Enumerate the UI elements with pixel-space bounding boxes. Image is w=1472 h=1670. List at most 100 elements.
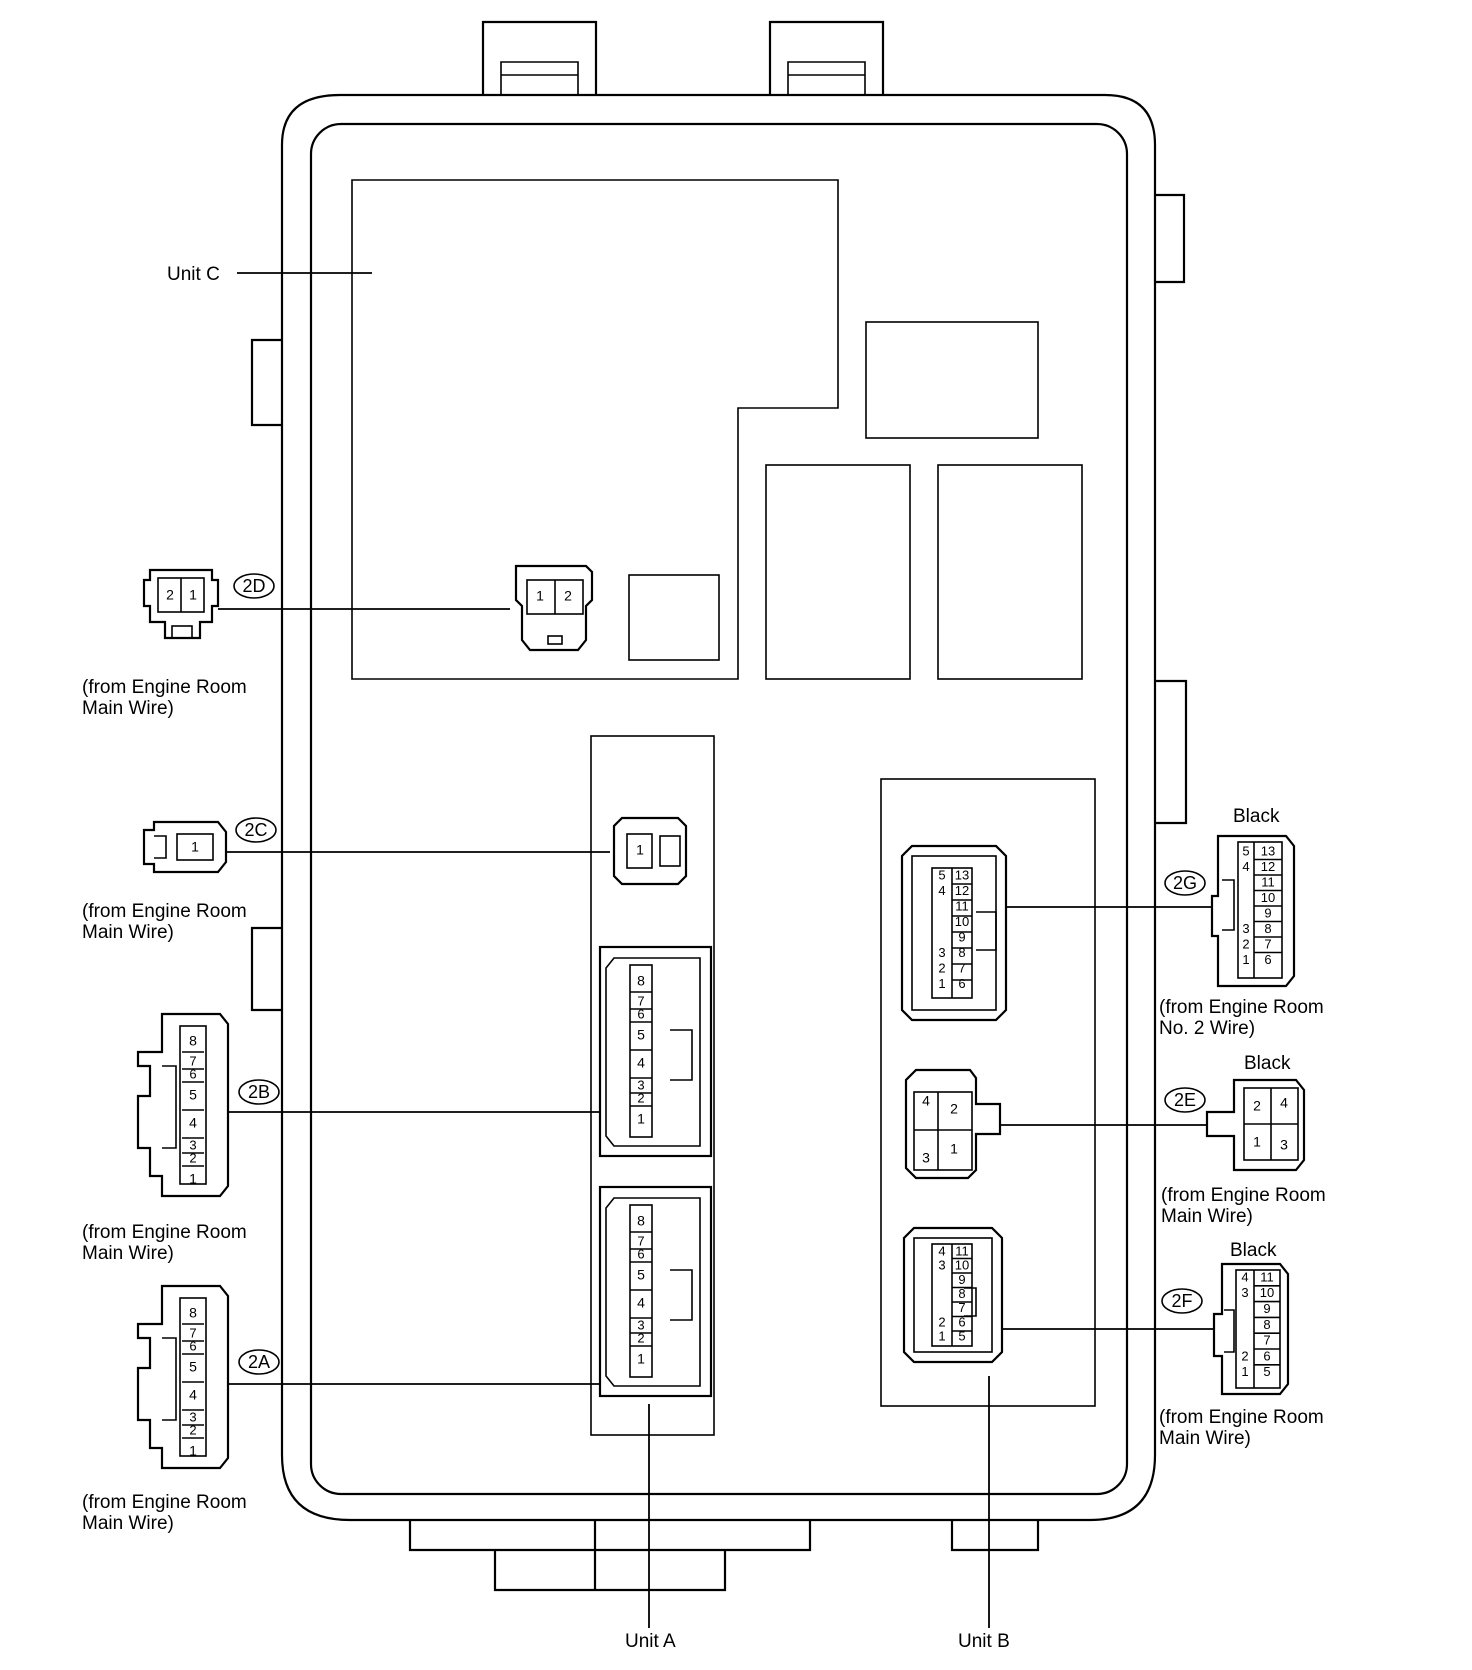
connector-2g-pin: 5 bbox=[1242, 843, 1249, 858]
connector-2e-pin: 1 bbox=[1253, 1134, 1261, 1150]
connector-2c-id: 2C bbox=[244, 820, 267, 840]
connector-2g-pin: 2 bbox=[1242, 936, 1249, 951]
connector-2e-source: (from Engine Room bbox=[1161, 1185, 1326, 1206]
connector-2f-pin: 10 bbox=[1260, 1285, 1274, 1300]
connector-2b: 2B (from Engine Room Main Wire) bbox=[82, 945, 713, 1264]
connector-2a-pin: 4 bbox=[637, 1295, 645, 1311]
connector-2g-color: Black bbox=[1233, 806, 1280, 827]
connector-2a-plug bbox=[136, 1284, 230, 1470]
connector-2g-pin: 12 bbox=[955, 883, 969, 898]
connector-2a-pin: 6 bbox=[637, 1246, 644, 1261]
connector-2a-pin: 7 bbox=[189, 1325, 196, 1340]
connector-2d-id: 2D bbox=[242, 576, 265, 596]
connector-2a-source: Main Wire) bbox=[82, 1513, 174, 1534]
connector-2b-pin: 6 bbox=[189, 1066, 196, 1081]
connector-2g-source: No. 2 Wire) bbox=[1159, 1018, 1255, 1039]
connector-2e-pin: 4 bbox=[922, 1093, 930, 1109]
connector-2g-pin: 12 bbox=[1261, 859, 1275, 874]
connector-2d-pin: 2 bbox=[564, 588, 572, 604]
connector-2a-pin: 5 bbox=[189, 1359, 197, 1375]
connector-2a-source: (from Engine Room bbox=[82, 1492, 247, 1513]
connector-2f-pin: 9 bbox=[1263, 1301, 1270, 1316]
connector-2f-pin: 7 bbox=[1263, 1333, 1270, 1348]
connector-2g-pin: 6 bbox=[1264, 952, 1271, 967]
connector-2c-pin: 1 bbox=[191, 839, 199, 855]
connector-2f-plug bbox=[1212, 1262, 1290, 1396]
connector-2e-id: 2E bbox=[1174, 1090, 1196, 1110]
connector-2b-source: Main Wire) bbox=[82, 1243, 174, 1264]
connector-2b-pin: 7 bbox=[189, 1053, 196, 1068]
connector-2a-pin: 2 bbox=[637, 1330, 644, 1345]
connector-2f-socket bbox=[902, 1226, 1004, 1364]
connector-2f-pin: 5 bbox=[1263, 1364, 1270, 1379]
unit-c-area bbox=[351, 179, 1083, 680]
connector-2f-pin: 4 bbox=[938, 1243, 945, 1258]
connector-2g-pin: 8 bbox=[958, 945, 965, 960]
connector-2a-pin: 1 bbox=[637, 1351, 645, 1367]
connector-2f-pin: 11 bbox=[955, 1243, 969, 1258]
connector-2f-pin: 7 bbox=[958, 1300, 965, 1315]
connector-2a-socket bbox=[598, 1185, 713, 1398]
connector-2e-source: Main Wire) bbox=[1161, 1206, 1253, 1227]
connector-2f-pin: 1 bbox=[1241, 1364, 1248, 1379]
connector-2g-pin: 2 bbox=[938, 960, 945, 975]
connector-2b-socket bbox=[598, 945, 713, 1158]
connector-2e-color: Black bbox=[1244, 1053, 1291, 1074]
connector-2b-pin: 8 bbox=[637, 973, 645, 989]
connector-2g-source: (from Engine Room bbox=[1159, 997, 1324, 1018]
connector-2f-pin: 3 bbox=[1241, 1285, 1248, 1300]
connector-2g-pin: 5 bbox=[938, 867, 945, 882]
unit-a-label: Unit A bbox=[625, 1631, 676, 1652]
connector-2a: 2A (from Engine Room Main Wire) bbox=[82, 1185, 713, 1534]
connector-2f-pin: 2 bbox=[1241, 1348, 1248, 1363]
connector-2b-pin: 1 bbox=[189, 1171, 197, 1187]
connector-2b-pin: 7 bbox=[637, 993, 644, 1008]
unit-b-area bbox=[880, 778, 1096, 1407]
connector-2b-pin: 5 bbox=[189, 1087, 197, 1103]
connector-2b-pin: 3 bbox=[637, 1077, 644, 1092]
connector-2g-pin: 3 bbox=[938, 945, 945, 960]
connector-2a-pin: 2 bbox=[189, 1422, 196, 1437]
connector-2a-pin: 3 bbox=[637, 1317, 644, 1332]
connector-2d-pin: 1 bbox=[189, 587, 197, 603]
connector-2f-pin: 8 bbox=[1263, 1317, 1270, 1332]
unit-b-label: Unit B bbox=[958, 1631, 1010, 1652]
connector-2b-pin: 5 bbox=[637, 1027, 645, 1043]
connector-2g-pin: 4 bbox=[938, 883, 945, 898]
connector-2c-source: Main Wire) bbox=[82, 922, 174, 943]
connector-2g-pin: 3 bbox=[1242, 921, 1249, 936]
connector-2b-plug bbox=[136, 1012, 230, 1198]
connector-2f-id: 2F bbox=[1171, 1291, 1192, 1311]
connector-2f-color: Black bbox=[1230, 1240, 1277, 1261]
connector-2g-socket bbox=[900, 844, 1008, 1022]
connector-2a-pin: 1 bbox=[189, 1443, 197, 1459]
connector-2f-pin: 2 bbox=[938, 1314, 945, 1329]
connector-2g-pin: 9 bbox=[958, 929, 965, 944]
connector-2d-source: Main Wire) bbox=[82, 698, 174, 719]
connector-2a-pin: 7 bbox=[637, 1233, 644, 1248]
connector-2d-source: (from Engine Room bbox=[82, 677, 247, 698]
connector-2g-pin: 11 bbox=[955, 898, 969, 913]
connector-2f-pin: 9 bbox=[958, 1272, 965, 1287]
connector-2g-plug bbox=[1210, 834, 1296, 988]
connector-2f-pin: 5 bbox=[958, 1329, 965, 1344]
unit-a-area bbox=[590, 735, 715, 1436]
connector-2f-pin: 1 bbox=[938, 1329, 945, 1344]
connector-2e-pin: 1 bbox=[950, 1141, 958, 1157]
connector-2d-socket: 1 2 bbox=[514, 564, 594, 652]
connector-2f-pin: 3 bbox=[938, 1258, 945, 1273]
connector-2g-pin: 1 bbox=[1242, 952, 1249, 967]
connector-2b-pin: 4 bbox=[189, 1115, 197, 1131]
connector-2e-pin: 3 bbox=[1280, 1137, 1288, 1153]
connector-2g-pin: 10 bbox=[955, 914, 969, 929]
connector-2c: 1 2C 1 (from Engine Room Main Wire) bbox=[82, 816, 688, 943]
connector-2d-plug: 2 1 bbox=[142, 568, 220, 640]
connector-2b-pin: 2 bbox=[189, 1150, 196, 1165]
connector-2c-pin: 1 bbox=[636, 842, 644, 858]
connector-2a-pin: 8 bbox=[637, 1213, 645, 1229]
connector-2b-source: (from Engine Room bbox=[82, 1222, 247, 1243]
connector-2f-pin: 4 bbox=[1241, 1269, 1248, 1284]
connector-2g-pin: 13 bbox=[955, 867, 969, 882]
connector-2e: 2E Black (from Engine Room Main Wire) bbox=[904, 1053, 1326, 1227]
